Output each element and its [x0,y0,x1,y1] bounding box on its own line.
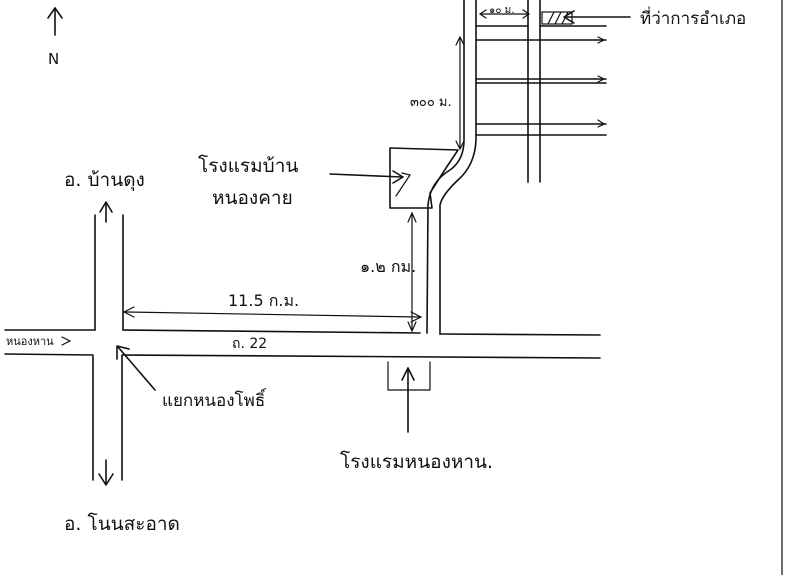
west-town-label: หนองหาน [6,335,54,348]
compass-label: N [48,50,59,68]
district-office-pointer-arrow-icon [563,10,631,24]
west-arrow-icon [61,336,72,346]
hotel-a-label-line2: หนองคาย [212,187,293,209]
district-office-label: ที่ว่าการอำเภอ [640,6,746,29]
hotel-a-marker [389,147,459,209]
north-direction-arrow-icon [99,201,113,223]
south-direction-arrow-icon [98,459,114,486]
hotel-b-pointer-arrow-icon [401,367,415,433]
north-south-road [92,214,124,481]
north-arrow-icon [47,7,63,36]
distance-1-2km-label: ๑.๒ กม. [360,257,416,276]
side-road-north [426,0,477,335]
short-distance-dimension [478,9,531,19]
road-name-label: ถ. 22 [232,336,267,352]
distance-11-5km-label: 11.5 ก.ม. [228,291,299,310]
grid-arrows-icon [597,36,606,128]
intersection-pointer-arrow-icon [116,345,156,391]
district-office-marker-icon [541,11,573,25]
main-road-22 [4,329,601,359]
hotel-a-pointer-arrow-icon [329,170,404,184]
distance-1-2km-dimension [407,211,417,333]
intersection-label: แยกหนองโพธิ์ [162,388,267,411]
north-town-label: อ. บ้านดุง [64,169,145,192]
town-grid [475,0,607,183]
hotel-b-label: โรงแรมหนองหาน. [340,450,493,473]
distance-300m-label: ๓๐๐ ม. [410,95,452,110]
hotel-a-label-line1: โรงแรมบ้าน [198,154,298,177]
distance-11-5km-dimension [122,306,423,323]
distance-300m-dimension [455,35,465,151]
short-distance-label: ๑๐ ม. [489,5,514,16]
hotel-b-marker [387,361,431,391]
south-town-label: อ. โนนสะอาด [64,512,180,535]
